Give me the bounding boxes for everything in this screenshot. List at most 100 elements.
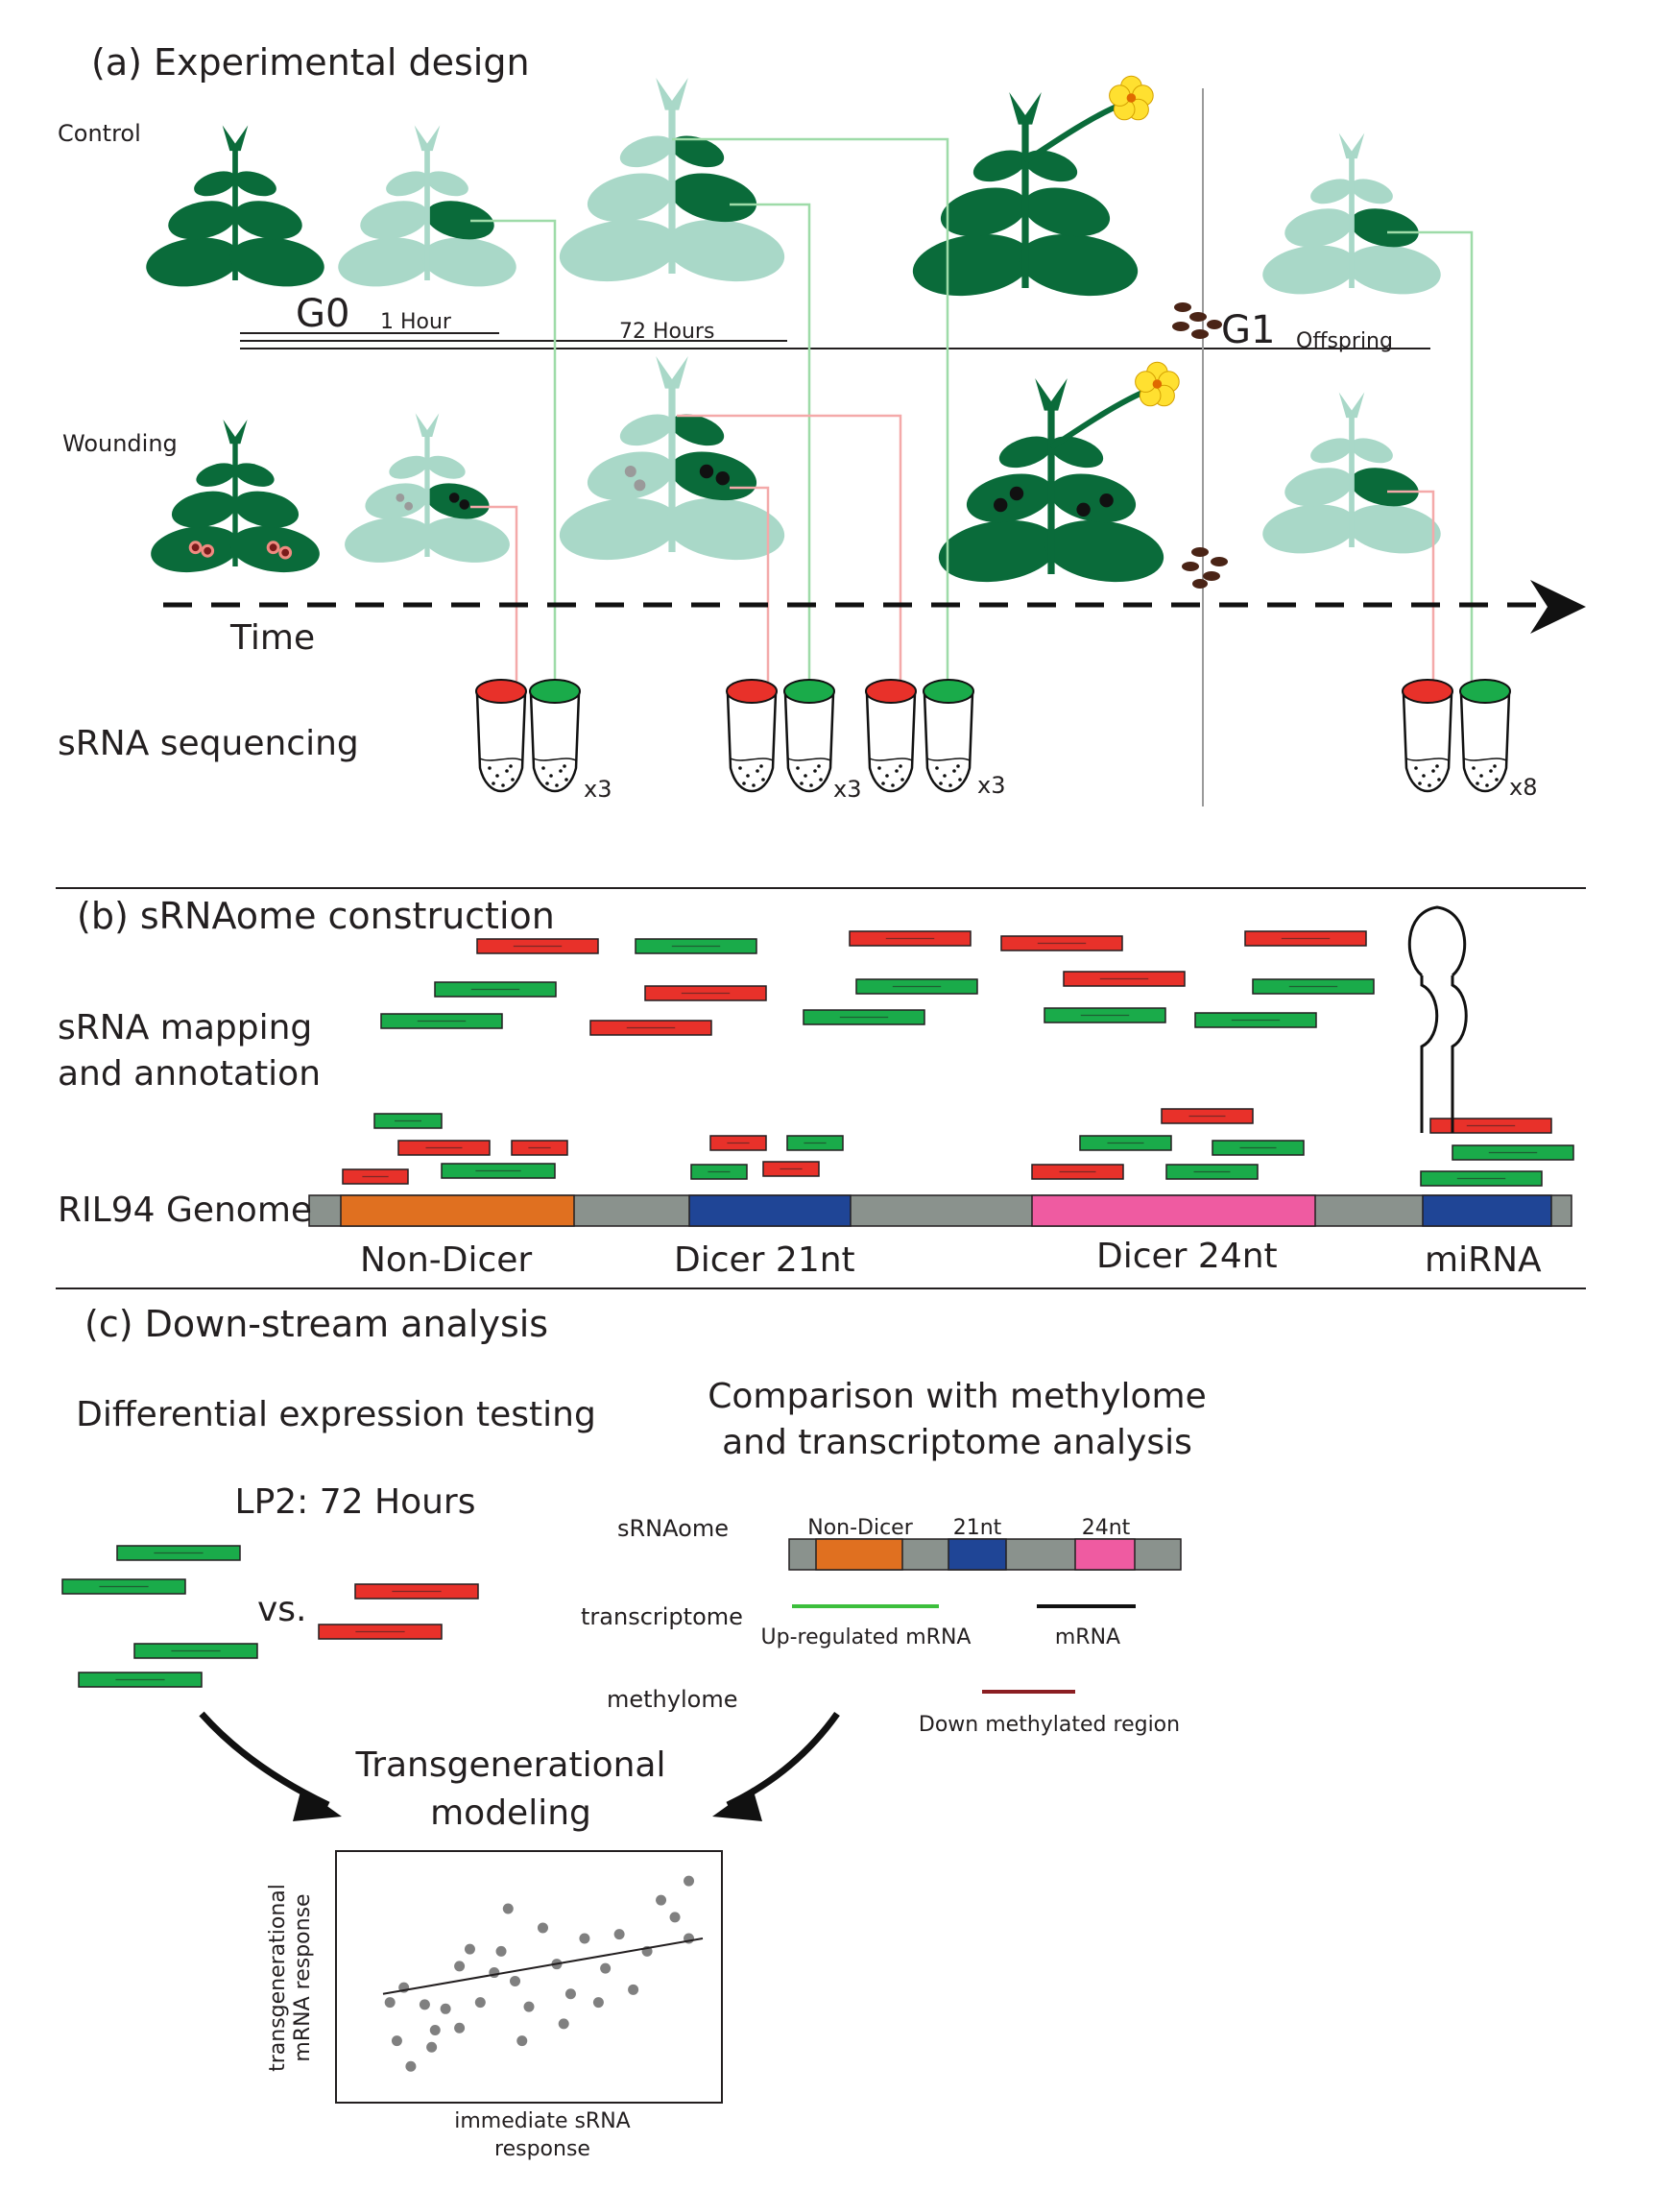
leaf-lower-left [338,237,433,287]
label-non-dicer: Non-Dicer [360,1240,532,1280]
scatter-point [391,2035,402,2047]
scatter-point [440,2003,451,2014]
control-label: Control [58,120,141,147]
srna-read [1244,930,1367,947]
plant-wound-1h [345,413,510,563]
leaf-lower-left [559,497,679,561]
transcriptome-label: transcriptome [581,1603,743,1630]
leaf-lower-right [229,237,324,287]
mrna-label: mRNA [1055,1625,1120,1649]
tube-pellet [488,766,492,770]
tube-liquid [787,758,831,761]
wound-mark [266,541,280,555]
leaf-lower-right [1346,245,1441,295]
leaf-upper-right [670,135,725,168]
scatter-point [489,1967,500,1979]
scatter-point [429,2025,441,2035]
srna-read [441,1163,556,1179]
leaf-mid-right [233,201,302,240]
modeling-label-line1: Transgenerational [355,1745,666,1785]
scatter-ylabel-line2: mRNA response [291,1893,315,2061]
scatter-point [564,1988,576,2000]
srna-read [644,985,767,1001]
scatter-point [656,1894,667,1906]
scatter-plot [382,1875,704,2072]
g0-label: G0 [296,292,349,336]
tube-pellet [746,774,750,778]
tube-cap [475,679,527,704]
tube-pellet [935,766,939,770]
tube-pellet [495,774,499,778]
offspring-label: Offspring [1296,329,1393,353]
scatter-point [454,2022,466,2034]
stem [1021,115,1029,288]
tube-pellet [900,778,904,782]
tube-pellet [1435,764,1439,768]
scatter-point [474,1997,486,2009]
leaf-upper-right [1350,438,1393,464]
leaf-lower-left [345,517,432,563]
srna-seq-label: sRNA sequencing [58,724,359,763]
generation-bars [240,332,1430,349]
leaf-mid-left [940,187,1027,237]
tube-pellet [761,778,765,782]
leaf-lower-right [421,237,516,287]
srna-read [855,978,978,995]
flower-center [1126,93,1137,103]
wounding-label: Wounding [62,430,178,457]
srna-read [849,930,972,947]
leaf-mid-left [587,173,674,223]
shoot-tip [1035,378,1068,411]
tube-liquid [1463,758,1507,761]
leaf-upper-left [619,414,674,446]
genome-label: RIL94 Genome [58,1191,312,1230]
wound-mark [278,545,293,560]
tube-pellet [1479,774,1483,778]
tube-cap [923,679,974,704]
plant-control-offspring [1262,132,1441,295]
tube-72h-control [783,679,835,793]
leaf-mid-right [1023,187,1111,237]
scatter-point [495,1945,507,1957]
srna-read [589,1020,712,1036]
leaf-mid-left [171,491,237,528]
wound-mark [1099,493,1114,508]
scatter-point [454,1961,466,1972]
shoot-tip [1009,92,1042,125]
shoot-tip [414,125,441,152]
tube-pellet [948,783,952,787]
de-read [318,1624,443,1640]
sequencing-tubes [475,679,1511,793]
leaf-upper-left [972,150,1027,182]
panel-c: (c) Down-stream analysis Differential ex… [61,1303,1207,2161]
leaf-upper-left [1310,438,1354,464]
tube-liquid [926,758,971,761]
leaf-mid-left [966,473,1053,523]
srnaome-label: sRNAome [617,1515,729,1542]
region-dicer-21nt [688,1194,852,1227]
de-read [78,1672,203,1688]
stem [232,143,238,280]
leaf-upper-right [1023,150,1078,182]
tube-cap [1459,679,1511,704]
leaf-upper-right [425,171,468,197]
label-dicer-24nt: Dicer 24nt [1096,1237,1278,1276]
mini-label-21nt: 21nt [953,1516,1002,1540]
plant-control-flowering [912,75,1154,297]
stem [232,437,238,566]
tube-pellet [738,766,742,770]
tube-cap [865,679,917,704]
leaf-upper-right [1049,436,1104,469]
tube-liquid [533,758,577,761]
tube-offspring-wound [1402,679,1453,793]
leaf-lower-right [665,219,785,282]
tube-body [529,691,581,793]
plant-control-1h [338,125,516,287]
tube-pellet [891,783,895,787]
mirna-hairpin [1407,905,1468,1133]
tube-cap [529,679,581,704]
tube-body [865,691,917,793]
methylome-label: methylome [607,1686,737,1713]
